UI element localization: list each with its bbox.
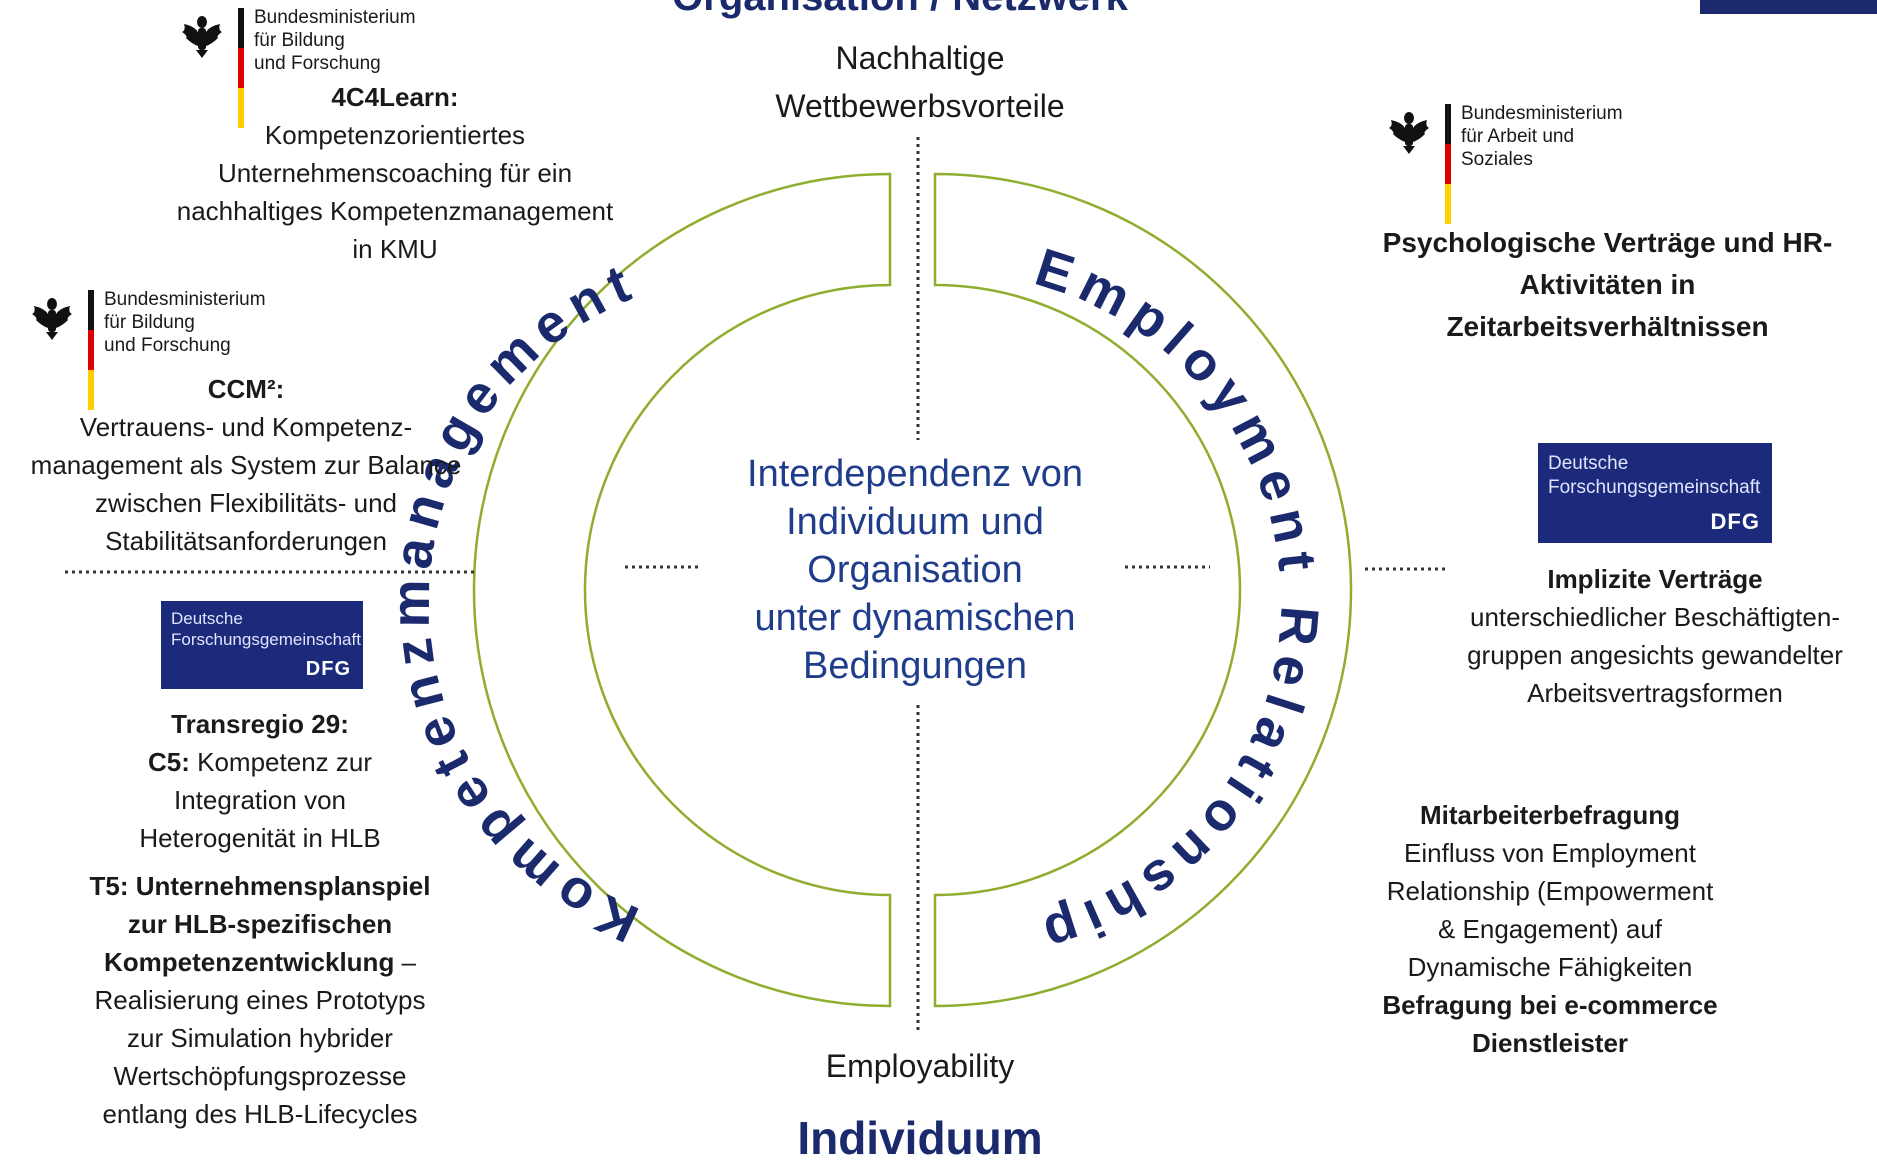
dfg-mark: DFG [305,658,351,680]
german-flag-bar [88,290,94,410]
project-c5-rest: Kompetenz zur [189,747,372,777]
bmbf-line-2: für Bildung [104,312,195,333]
bmbf-logo-text: Bundesministerium für Bildung und Forsch… [254,6,416,75]
dfg-mark: DFG [1710,509,1760,534]
dfg-line-2: Forschungsgemeinschaft [1548,477,1761,498]
project-t5-dash: – [394,947,417,977]
bmbf-line-3: und Forschung [104,335,231,356]
project-t5-bold-1: T5: Unternehmensplanspiel [89,871,431,901]
project-implizite-line-1: unterschiedlicher Beschäftigten- [1470,602,1840,632]
center-line-5: Bedingungen [803,645,1027,687]
project-t5: T5: Unternehmensplanspiel zur HLB-spezif… [60,867,460,1133]
project-mitarbeiter-bold-2: Dienstleister [1471,1028,1629,1058]
bmbf-line-1: Bundesministerium [104,289,266,310]
ring-right-segment [933,172,1353,1008]
project-c5-line-1: C5: Kompetenz zur [60,743,460,781]
bmbf-logo: Bundesministerium für Bildung und Forsch… [178,6,438,128]
project-t5-line-6: Wertschöpfungsprozesse [113,1061,407,1091]
project-implizite-line-3: Arbeitsvertragsformen [1527,678,1783,708]
project-mitarbeiter-bold-1: Befragung bei e-commerce [1382,990,1718,1020]
bmas-line-2: für Arbeit und Soziales [1461,126,1575,170]
center-text: Interdependenz von Individuum und Organi… [710,450,1120,690]
project-4c4learn-title: 4C4Learn: [331,82,459,112]
project-ccm2-line-4: Stabilitätsanforderungen [105,526,387,556]
bmbf-logo-text: Bundesministerium für Bildung und Forsch… [104,288,266,357]
bmbf-logo-2: Bundesministerium für Bildung und Forsch… [28,288,288,410]
project-psych-line-2: Aktivitäten in [1519,269,1696,300]
dfg-line-1: Deutsche [171,609,243,628]
project-ccm2-title: CCM²: [207,374,285,404]
project-implizite-title: Implizite Verträge [1547,564,1763,594]
bmas-logo: Bundesministerium für Arbeit und Soziale… [1385,102,1645,224]
project-mitarbeiter-line-4: Dynamische Fähigkeiten [1407,952,1693,982]
title-top: Organisation / Netzwerk [600,0,1200,20]
project-t5-bold-2: zur HLB-spezifischen [127,909,393,939]
german-flag-bar [238,8,244,128]
project-ccm2-line-3: zwischen Flexibilitäts- und [94,488,397,518]
bmbf-line-3: und Forschung [254,53,381,74]
project-psych-vertraege: Psychologische Verträge und HR- Aktivitä… [1340,222,1875,348]
dfg-line-2: Forschungsgemeinschaft [171,630,361,649]
center-line-3: Organisation [807,549,1023,591]
project-4c4learn: 4C4Learn: Kompetenzorientiertes Unterneh… [130,78,660,268]
ring-left-segment [472,172,892,1008]
corner-bar [1700,0,1877,14]
top-label: Nachhaltige Wettbewerbsvorteile [700,34,1140,130]
center-line-1: Interdependenz von [747,453,1083,495]
project-transregio-title: Transregio 29: [171,709,349,739]
project-t5-line-3: Kompetenzentwicklung – [60,943,460,981]
project-implizite-line-2: gruppen angesichts gewandelter [1467,640,1843,670]
project-t5-line-7: entlang des HLB-Lifecycles [102,1099,418,1129]
center-line-2: Individuum und [786,501,1044,543]
project-mitarbeiterbefragung: Mitarbeiterbefragung Einfluss von Employ… [1340,796,1760,1062]
project-t5-line-4: Realisierung eines Prototyps [94,985,426,1015]
project-transregio: Transregio 29: C5: Kompetenz zur Integra… [60,705,460,857]
project-c5-line-3: Heterogenität in HLB [139,823,381,853]
project-4c4learn-line-4: in KMU [352,234,438,264]
project-4c4learn-line-1: Kompetenzorientiertes [264,120,526,150]
project-ccm2-line-1: Vertrauens- und Kompetenz- [79,412,413,442]
project-c5-label: C5: [148,747,190,777]
german-flag-bar [1445,104,1451,224]
project-mitarbeiter-line-2: Relationship (Empowerment [1386,876,1714,906]
federal-eagle-icon [182,16,222,58]
bmbf-line-2: für Bildung [254,30,345,51]
top-label-line-1: Nachhaltige [835,40,1005,76]
project-psych-line-3: Zeitarbeitsverhältnissen [1446,311,1769,342]
federal-eagle-icon [32,298,72,340]
project-mitarbeiter-line-1: Einfluss von Employment [1404,838,1696,868]
top-label-line-2: Wettbewerbsvorteile [775,88,1065,124]
project-ccm2: CCM²: Vertrauens- und Kompetenz- managem… [0,370,492,560]
title-bottom: Individuum [797,1112,1043,1164]
project-ccm2-line-2: management als System zur Balance [30,450,462,480]
project-mitarbeiter-title: Mitarbeiterbefragung [1419,800,1681,830]
project-4c4learn-line-2: Unternehmenscoaching für ein [217,158,573,188]
bmbf-line-1: Bundesministerium [254,7,416,28]
dfg-line-1: Deutsche [1548,453,1629,474]
bmas-logo-text: Bundesministerium für Arbeit und Soziale… [1461,102,1645,171]
project-t5-bold-end: Kompetenzentwicklung [103,947,395,977]
project-c5-line-2: Integration von [173,785,346,815]
federal-eagle-icon [1389,112,1429,154]
project-mitarbeiter-line-3: & Engagement) auf [1437,914,1663,944]
project-t5-line-5: zur Simulation hybrider [127,1023,393,1053]
center-line-4: unter dynamischen [754,597,1076,639]
project-4c4learn-line-3: nachhaltiges Kompetenzmanagement [176,196,614,226]
bottom-label: Employability [825,1048,1015,1084]
bmas-line-1: Bundesministerium [1461,103,1623,124]
dfg-logo-right: Deutsche Forschungsgemeinschaft DFG [1538,443,1772,543]
project-psych-line-1: Psychologische Verträge und HR- [1382,227,1833,258]
project-implizite-vertraege: Implizite Verträge unterschiedlicher Bes… [1410,560,1877,712]
dfg-logo: Deutsche Forschungsgemeinschaft DFG [161,601,363,689]
